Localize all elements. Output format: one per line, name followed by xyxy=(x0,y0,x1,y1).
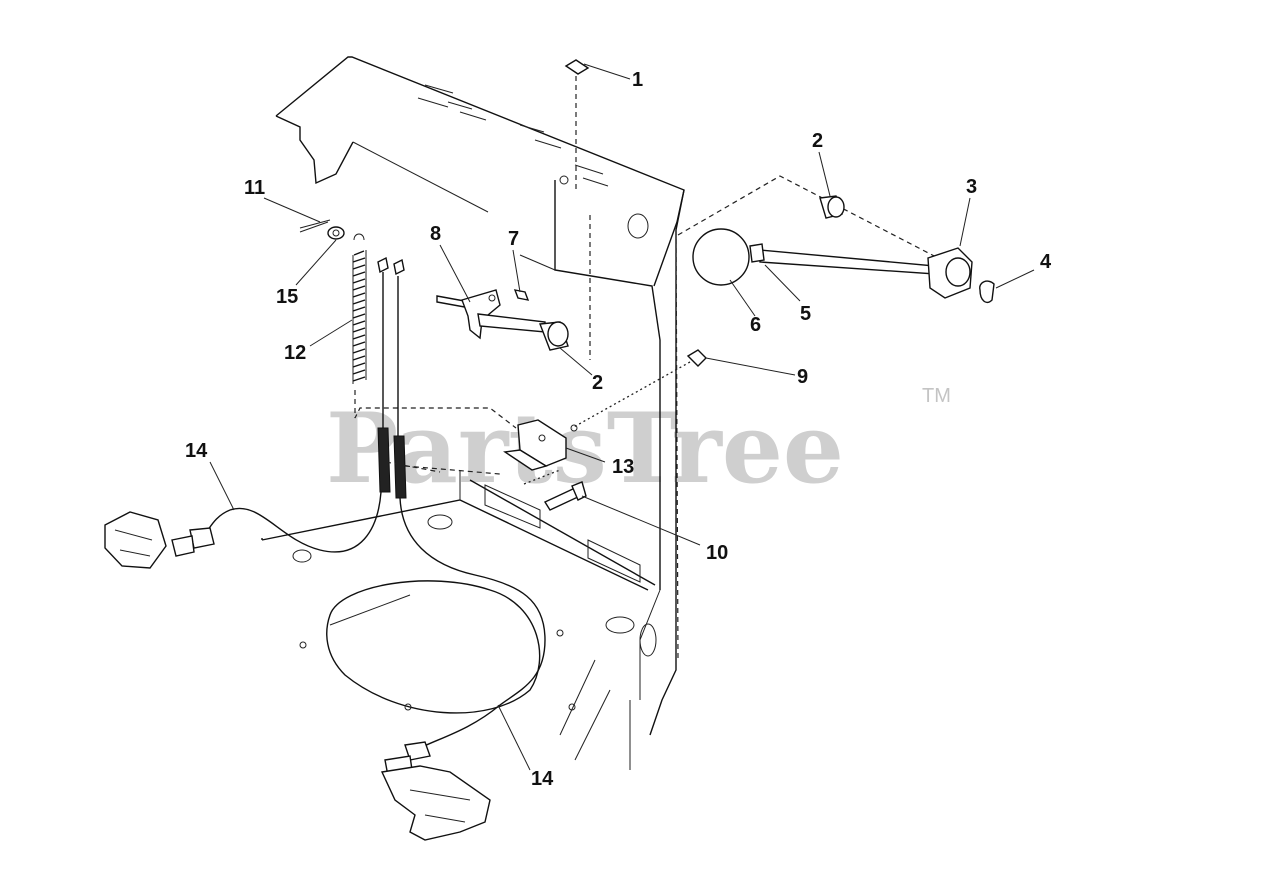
part-cable-bracket xyxy=(503,349,707,511)
callout-10: 10 xyxy=(706,542,728,564)
callout-12: 12 xyxy=(284,342,306,364)
part-cables xyxy=(104,256,546,841)
callout-11: 11 xyxy=(244,177,265,199)
part-spring xyxy=(299,219,517,429)
callout-2-top: 2 xyxy=(812,130,823,152)
callout-13: 13 xyxy=(612,456,634,478)
callout-8: 8 xyxy=(430,223,441,245)
part-pivot-bracket xyxy=(436,215,591,360)
callouts: 1 2 2 3 4 5 6 7 8 9 10 11 12 13 14 14 15 xyxy=(185,69,1052,790)
callout-15: 15 xyxy=(276,286,298,308)
callout-4: 4 xyxy=(1040,251,1052,273)
callout-1: 1 xyxy=(632,69,643,91)
callout-6: 6 xyxy=(750,314,761,336)
callout-2-bottom: 2 xyxy=(592,372,603,394)
part-square-nut xyxy=(564,59,590,190)
callout-3: 3 xyxy=(966,176,977,198)
watermark-trademark: TM xyxy=(922,385,951,407)
callout-5: 5 xyxy=(800,303,811,325)
callout-7: 7 xyxy=(508,228,519,250)
callout-14-left: 14 xyxy=(185,440,208,462)
callout-14-bottom: 14 xyxy=(531,768,554,790)
frame-panel xyxy=(261,56,685,770)
watermark-text: PartsTree xyxy=(326,392,844,505)
leader-lines xyxy=(209,63,1035,771)
part-shift-lever xyxy=(677,175,995,304)
callout-9: 9 xyxy=(797,366,808,388)
